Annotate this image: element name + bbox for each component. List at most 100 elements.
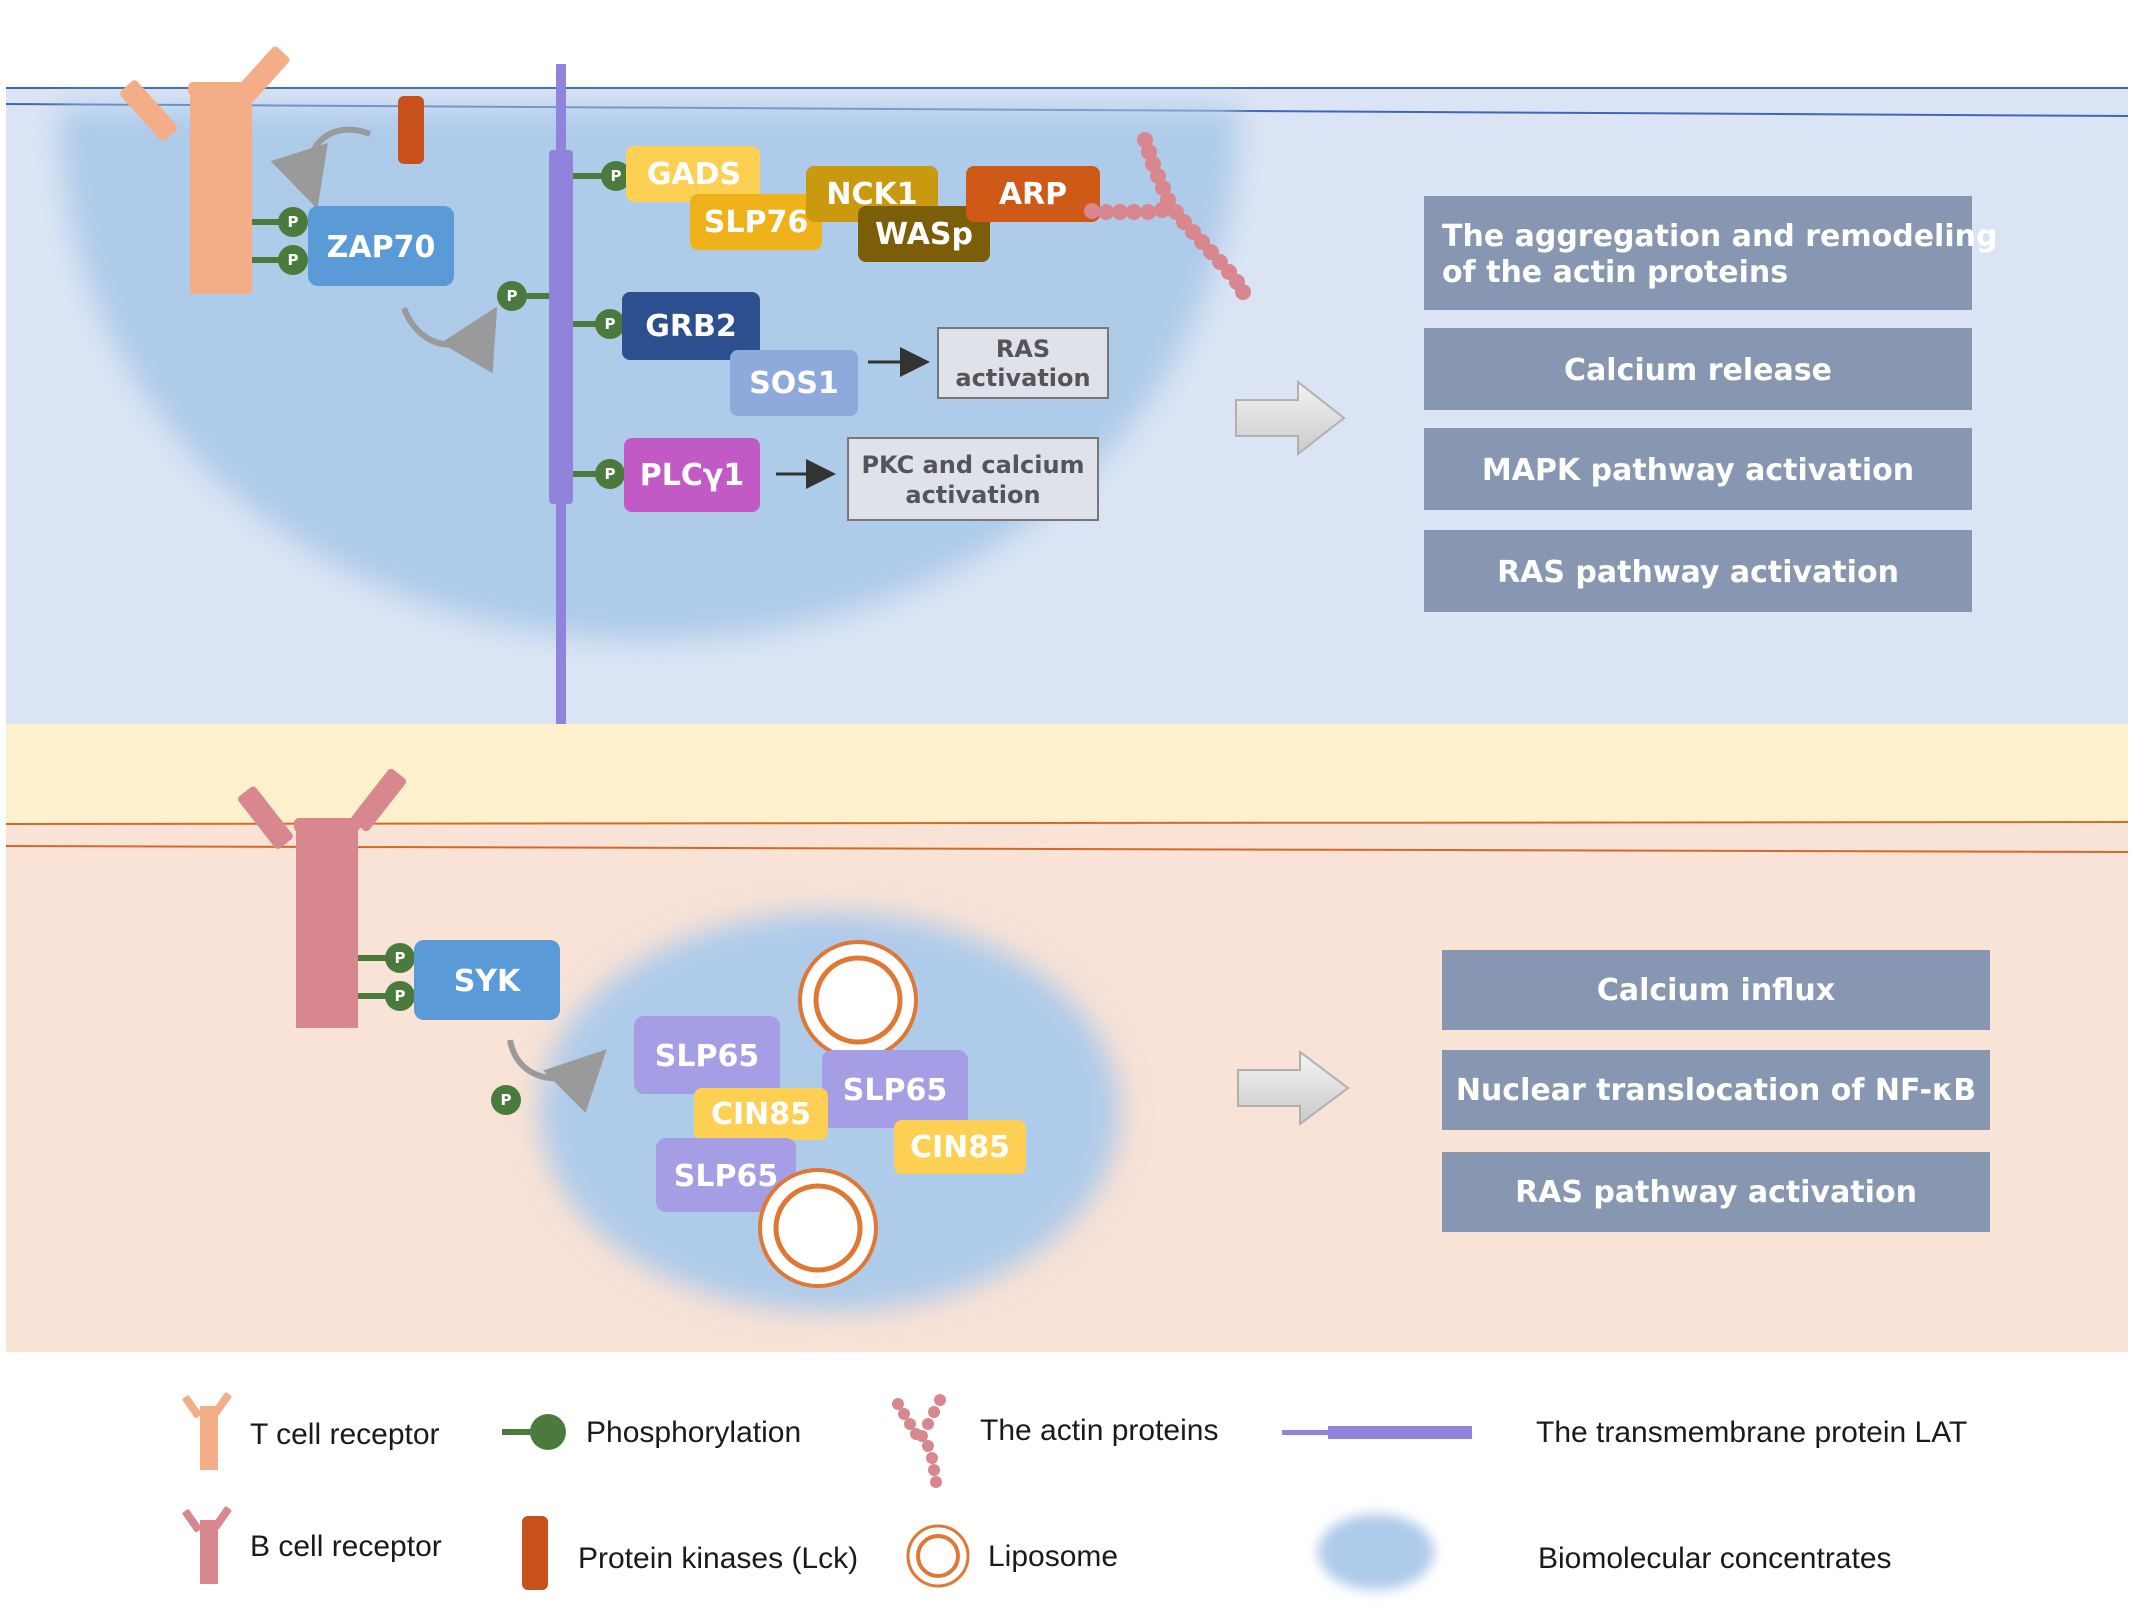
svg-text:GRB2: GRB2 xyxy=(645,309,736,344)
svg-text:SLP65: SLP65 xyxy=(674,1159,778,1194)
bcell-outcome-nfkb: Nuclear translocation of NF-κB xyxy=(1442,1050,1990,1130)
lck-kinase-icon xyxy=(398,96,424,164)
legend-actin: The actin proteins xyxy=(892,1394,1218,1488)
extracellular-band xyxy=(6,724,2128,824)
svg-text:P: P xyxy=(507,287,518,305)
slp65-box-3: SLP65 xyxy=(656,1138,796,1212)
svg-text:P: P xyxy=(395,949,406,967)
svg-text:RAS: RAS xyxy=(996,335,1050,363)
legend-liposome: Liposome xyxy=(906,1524,1118,1588)
ras-activation-box: RAS activation xyxy=(937,327,1109,399)
tcr-receptor-icon xyxy=(119,46,290,294)
svg-text:CIN85: CIN85 xyxy=(711,1097,811,1132)
tcr-phospho-2: P xyxy=(252,245,308,275)
plcg1-box: PLCγ1 xyxy=(624,438,760,512)
arp-box: ARP xyxy=(966,166,1100,222)
svg-text:P: P xyxy=(288,251,299,269)
zap70-box: ZAP70 xyxy=(308,206,454,286)
legend-bcr: B cell receptor xyxy=(182,1506,442,1584)
bcell-free-phospho: P xyxy=(491,1085,521,1115)
svg-text:The aggregation and remodeling: The aggregation and remodeling xyxy=(1442,219,1997,254)
bcr-phospho-2: P xyxy=(358,981,415,1011)
svg-text:P: P xyxy=(288,213,299,231)
legend: T cell receptor B cell receptor Phosphor… xyxy=(182,1392,1967,1590)
legend-liposome-icon xyxy=(906,1524,970,1588)
pkc-calcium-box: PKC and calcium activation xyxy=(847,437,1099,521)
svg-text:T cell receptor: T cell receptor xyxy=(250,1418,440,1451)
svg-text:The transmembrane protein LAT: The transmembrane protein LAT xyxy=(1536,1416,1967,1449)
svg-text:of the actin proteins: of the actin proteins xyxy=(1442,255,1788,290)
bcr-receptor-icon xyxy=(238,768,407,1028)
svg-text:Biomolecular concentrates: Biomolecular concentrates xyxy=(1538,1542,1892,1575)
svg-text:ARP: ARP xyxy=(999,177,1067,212)
actin-filament-icon xyxy=(1084,132,1251,300)
sos1-box: SOS1 xyxy=(730,350,858,416)
tcell-outcome-mapk: MAPK pathway activation xyxy=(1424,428,1972,510)
liposome-top-icon xyxy=(798,940,918,1060)
lck-to-itam-arrow-icon xyxy=(270,126,372,210)
wasp-box: WASp xyxy=(858,206,990,262)
bcell-membrane-inner xyxy=(5,845,2129,853)
tcr-phospho-1: P xyxy=(252,207,308,237)
legend-phospho-icon xyxy=(502,1414,566,1450)
svg-text:PLCγ1: PLCγ1 xyxy=(640,458,744,493)
legend-actin-icon xyxy=(892,1394,946,1488)
lat-cytoplasmic-tail-icon xyxy=(549,150,573,504)
svg-text:MAPK pathway activation: MAPK pathway activation xyxy=(1482,453,1914,488)
svg-text:activation: activation xyxy=(905,481,1040,509)
svg-text:P: P xyxy=(395,987,406,1005)
svg-text:Calcium influx: Calcium influx xyxy=(1597,973,1835,1008)
svg-text:The actin proteins: The actin proteins xyxy=(980,1414,1218,1447)
liposome-bottom-icon xyxy=(758,1168,878,1288)
svg-text:Liposome: Liposome xyxy=(988,1540,1118,1573)
bcell-panel: P P SYK P SLP65 SLP65 xyxy=(5,768,2129,1352)
bcr-phospho-1: P xyxy=(358,943,415,973)
svg-text:P: P xyxy=(605,465,616,483)
svg-text:SLP76: SLP76 xyxy=(704,205,808,240)
svg-text:Calcium release: Calcium release xyxy=(1564,353,1832,388)
lat-phospho-plcg1: P xyxy=(573,459,625,489)
svg-text:Protein kinases (Lck): Protein kinases (Lck) xyxy=(578,1542,858,1575)
legend-phosphorylation: Phosphorylation xyxy=(502,1414,801,1450)
legend-kinase: Protein kinases (Lck) xyxy=(522,1516,858,1590)
cin85-box-1: CIN85 xyxy=(694,1088,828,1140)
legend-lat-icon xyxy=(1282,1426,1472,1439)
slp76-box: SLP76 xyxy=(690,194,822,250)
svg-text:Phosphorylation: Phosphorylation xyxy=(586,1416,801,1449)
svg-text:SOS1: SOS1 xyxy=(749,366,839,401)
tcell-panel: P P ZAP70 P P P xyxy=(5,46,2129,728)
bcell-outcome-calcium: Calcium influx xyxy=(1442,950,1990,1030)
svg-text:SLP65: SLP65 xyxy=(655,1039,759,1074)
svg-text:RAS pathway activation: RAS pathway activation xyxy=(1497,555,1899,590)
bcell-outcome-ras: RAS pathway activation xyxy=(1442,1152,1990,1232)
gads-box: GADS xyxy=(626,146,760,202)
legend-tcr-icon xyxy=(182,1392,232,1470)
tcell-outcome-arrow-icon xyxy=(1235,379,1346,457)
grb2-box: GRB2 xyxy=(622,292,760,360)
tcell-outcome-calcium: Calcium release xyxy=(1424,328,1972,410)
syk-box: SYK xyxy=(414,940,560,1020)
svg-text:WASp: WASp xyxy=(875,217,973,252)
legend-kinase-icon xyxy=(522,1516,548,1590)
legend-lat: The transmembrane protein LAT xyxy=(1282,1416,1967,1449)
svg-text:P: P xyxy=(611,167,622,185)
syk-to-slp65-arrow-icon xyxy=(507,1039,607,1113)
slp65-box-2: SLP65 xyxy=(822,1050,968,1128)
svg-text:RAS pathway activation: RAS pathway activation xyxy=(1515,1175,1917,1210)
svg-text:P: P xyxy=(605,315,616,333)
svg-text:Nuclear translocation of NF-κB: Nuclear translocation of NF-κB xyxy=(1456,1073,1976,1108)
slp65-box-1: SLP65 xyxy=(634,1016,780,1094)
lat-phospho-grb2: P xyxy=(573,309,625,339)
legend-bcr-icon xyxy=(182,1506,232,1584)
zap70-to-lat-arrow-icon xyxy=(401,306,498,374)
legend-condensate-icon xyxy=(1318,1514,1434,1590)
legend-tcr: T cell receptor xyxy=(182,1392,440,1470)
svg-text:activation: activation xyxy=(955,364,1090,392)
svg-text:GADS: GADS xyxy=(647,157,741,192)
tcell-outcome-actin: The aggregation and remodeling of the ac… xyxy=(1424,196,1997,310)
svg-text:B cell receptor: B cell receptor xyxy=(250,1530,442,1563)
svg-text:PKC and calcium: PKC and calcium xyxy=(861,451,1084,479)
tcell-outcome-ras: RAS pathway activation xyxy=(1424,530,1972,612)
cin85-box-2: CIN85 xyxy=(894,1120,1026,1174)
legend-condensate: Biomolecular concentrates xyxy=(1318,1514,1892,1590)
